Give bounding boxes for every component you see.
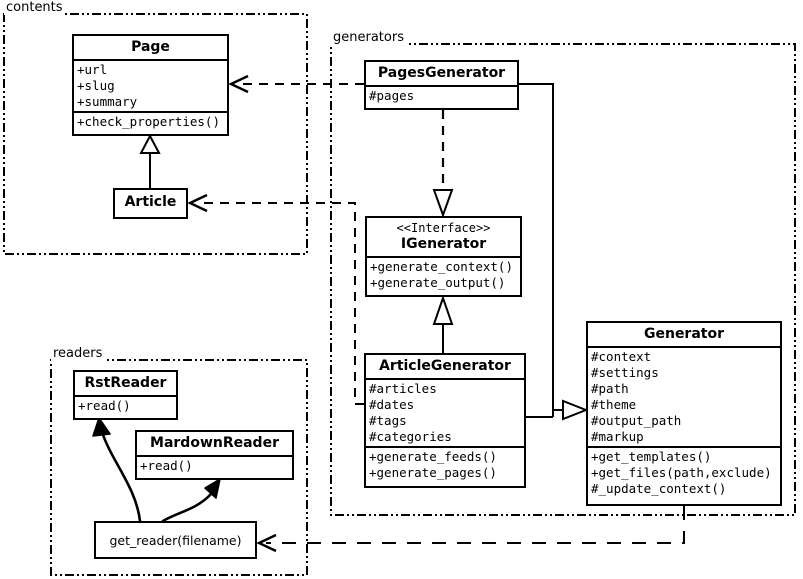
- class-name-page: Page: [131, 39, 170, 55]
- class-operations-page: +check_properties(): [74, 113, 227, 131]
- operation-item: +read(): [140, 458, 193, 473]
- class-separator: [366, 446, 524, 448]
- operation-item: +generate_output(): [370, 275, 506, 290]
- class-box-mardownreader[interactable]: MardownReader +read(): [135, 430, 294, 480]
- class-attributes-pagesgenerator: #pages: [366, 87, 517, 105]
- attribute-item: #tags: [369, 413, 407, 428]
- class-operations-articlegenerator: +generate_feeds() +generate_pages(): [366, 448, 524, 482]
- class-operations-igenerator: +generate_context() +generate_output(): [367, 258, 520, 292]
- operation-item: +generate_pages(): [369, 465, 497, 480]
- class-name-generator: Generator: [643, 326, 724, 342]
- class-attributes-page: +url +slug +summary: [74, 61, 227, 111]
- dependency-arrowhead-get-reader: [256, 533, 277, 553]
- attribute-item: +summary: [77, 94, 138, 109]
- class-name-rstreader: RstReader: [84, 375, 167, 391]
- package-frame-generators: [330, 43, 796, 516]
- generalization-arrowhead-generator: [562, 399, 589, 421]
- class-separator: [137, 455, 292, 457]
- realization-arrowhead-igenerator-top: [432, 189, 454, 218]
- dependency-arrowhead-article: [187, 193, 208, 213]
- class-name-articlegenerator: ArticleGenerator: [379, 358, 511, 374]
- class-operations-rstreader: +read(): [75, 397, 176, 415]
- class-separator: [588, 346, 780, 348]
- attribute-item: #context: [591, 349, 652, 364]
- connector-get-reader-to-rstreader: [100, 430, 142, 523]
- class-separator: [74, 111, 227, 113]
- class-separator: [367, 256, 520, 258]
- attribute-item: +slug: [77, 78, 115, 93]
- class-operations-mardownreader: +read(): [137, 457, 292, 475]
- operation-item: +get_files(path,exclude): [591, 465, 772, 480]
- attribute-item: #theme: [591, 397, 637, 412]
- attribute-item: #categories: [369, 429, 452, 444]
- class-box-articlegenerator[interactable]: ArticleGenerator #articles #dates #tags …: [364, 353, 526, 488]
- class-attributes-generator: #context #settings #path #theme #output_…: [588, 348, 780, 446]
- package-label-generators: generators: [331, 30, 406, 45]
- package-label-readers: readers: [51, 346, 105, 361]
- operation-item: +check_properties(): [77, 114, 220, 129]
- class-separator: [74, 59, 227, 61]
- operation-item: +read(): [78, 398, 131, 413]
- class-box-generator[interactable]: Generator #context #settings #path #them…: [586, 321, 782, 506]
- attribute-item: #articles: [369, 381, 437, 396]
- class-box-page[interactable]: Page +url +slug +summary +check_properti…: [72, 34, 229, 136]
- function-box-get-reader[interactable]: get_reader(filename): [94, 521, 257, 559]
- class-separator: [588, 446, 780, 448]
- class-box-rstreader[interactable]: RstReader +read(): [73, 370, 178, 420]
- attribute-item: #markup: [591, 429, 644, 444]
- attribute-item: #path: [591, 381, 629, 396]
- class-name-igenerator: IGenerator: [400, 236, 487, 252]
- class-name-pagesgenerator: PagesGenerator: [377, 65, 506, 81]
- generalization-arrowhead-page: [139, 133, 161, 154]
- operation-item: +generate_feeds(): [369, 449, 497, 464]
- class-name-article: Article: [124, 194, 177, 210]
- connector-generator-to-get-reader: [266, 506, 685, 544]
- attribute-item: #output_path: [591, 413, 682, 428]
- class-attributes-articlegenerator: #articles #dates #tags #categories: [366, 380, 524, 446]
- connector-get-reader-to-mardownreader: [161, 492, 213, 523]
- package-label-contents: contents: [4, 0, 65, 15]
- package-frame-readers: [50, 359, 308, 576]
- class-stereotype-igenerator: <<Interface>>: [396, 221, 491, 235]
- attribute-item: #dates: [369, 397, 415, 412]
- class-separator: [75, 395, 176, 397]
- operation-item: +get_templates(): [591, 449, 712, 464]
- function-label-get-reader: get_reader(filename): [109, 532, 242, 548]
- class-name-mardownreader: MardownReader: [150, 435, 279, 451]
- attribute-item: +url: [77, 62, 108, 77]
- class-operations-generator: +get_templates() +get_files(path,exclude…: [588, 448, 780, 498]
- connector-pagesgenerator-to-generator: [519, 83, 563, 411]
- class-separator: [366, 378, 524, 380]
- package-frame-contents: [3, 13, 308, 255]
- dependency-arrowhead-page: [228, 74, 249, 94]
- operation-item: #_update_context(): [591, 481, 727, 496]
- operation-item: +generate_context(): [370, 259, 513, 274]
- attribute-item: #settings: [591, 365, 659, 380]
- return-arrowhead-mardownreader: [204, 478, 221, 499]
- attribute-item: #pages: [369, 88, 415, 103]
- class-box-pagesgenerator[interactable]: PagesGenerator #pages: [364, 60, 519, 110]
- class-separator: [366, 85, 517, 87]
- realization-arrowhead-igenerator-bottom: [432, 294, 454, 325]
- connector-articlegenerator-to-article: [197, 202, 364, 405]
- class-box-article[interactable]: Article: [113, 188, 188, 219]
- return-arrowhead-rstreader: [92, 417, 111, 437]
- class-box-igenerator[interactable]: <<Interface>> IGenerator +generate_conte…: [365, 216, 522, 297]
